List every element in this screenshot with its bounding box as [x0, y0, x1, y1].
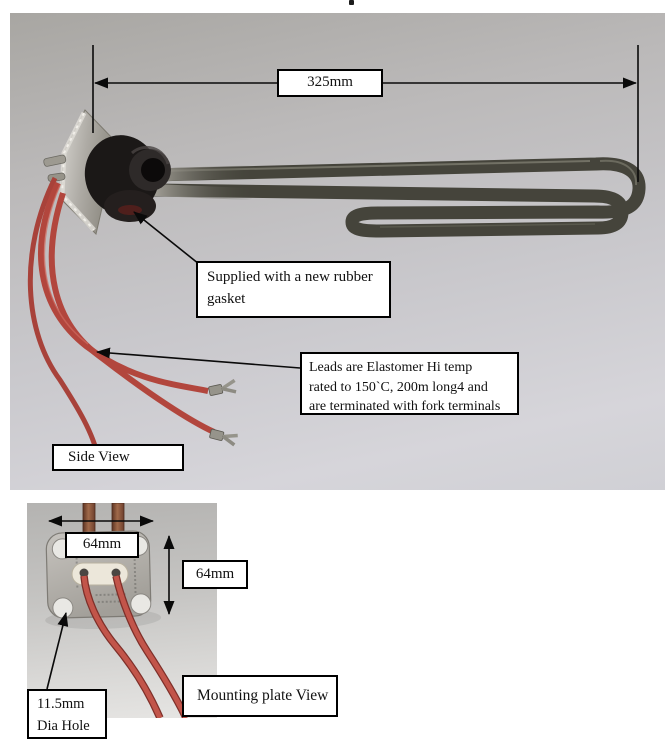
heating-element-tube	[145, 157, 646, 238]
heater-element-drawing	[27, 109, 646, 458]
fork-terminal-upper	[208, 378, 237, 396]
dimension-label-325mm: 325mm	[277, 69, 383, 97]
side-view-label: Side View	[52, 444, 184, 471]
hole-note-box: 11.5mm Dia Hole	[27, 689, 107, 739]
gasket-note-box: Supplied with a new rubber gasket	[196, 261, 391, 318]
rubber-gasket	[84, 135, 171, 222]
dimension-label-64mm-width: 64mm	[65, 532, 139, 558]
dimension-label-64mm-height: 64mm	[182, 560, 248, 589]
leads-note-box: Leads are Elastomer Hi temp rated to 150…	[300, 352, 519, 415]
fork-terminal-lower	[209, 428, 238, 447]
mounting-plate-view-label: Mounting plate View	[182, 675, 338, 717]
lead-wires-front	[80, 575, 190, 718]
cropped-title-remnant	[349, 0, 354, 5]
